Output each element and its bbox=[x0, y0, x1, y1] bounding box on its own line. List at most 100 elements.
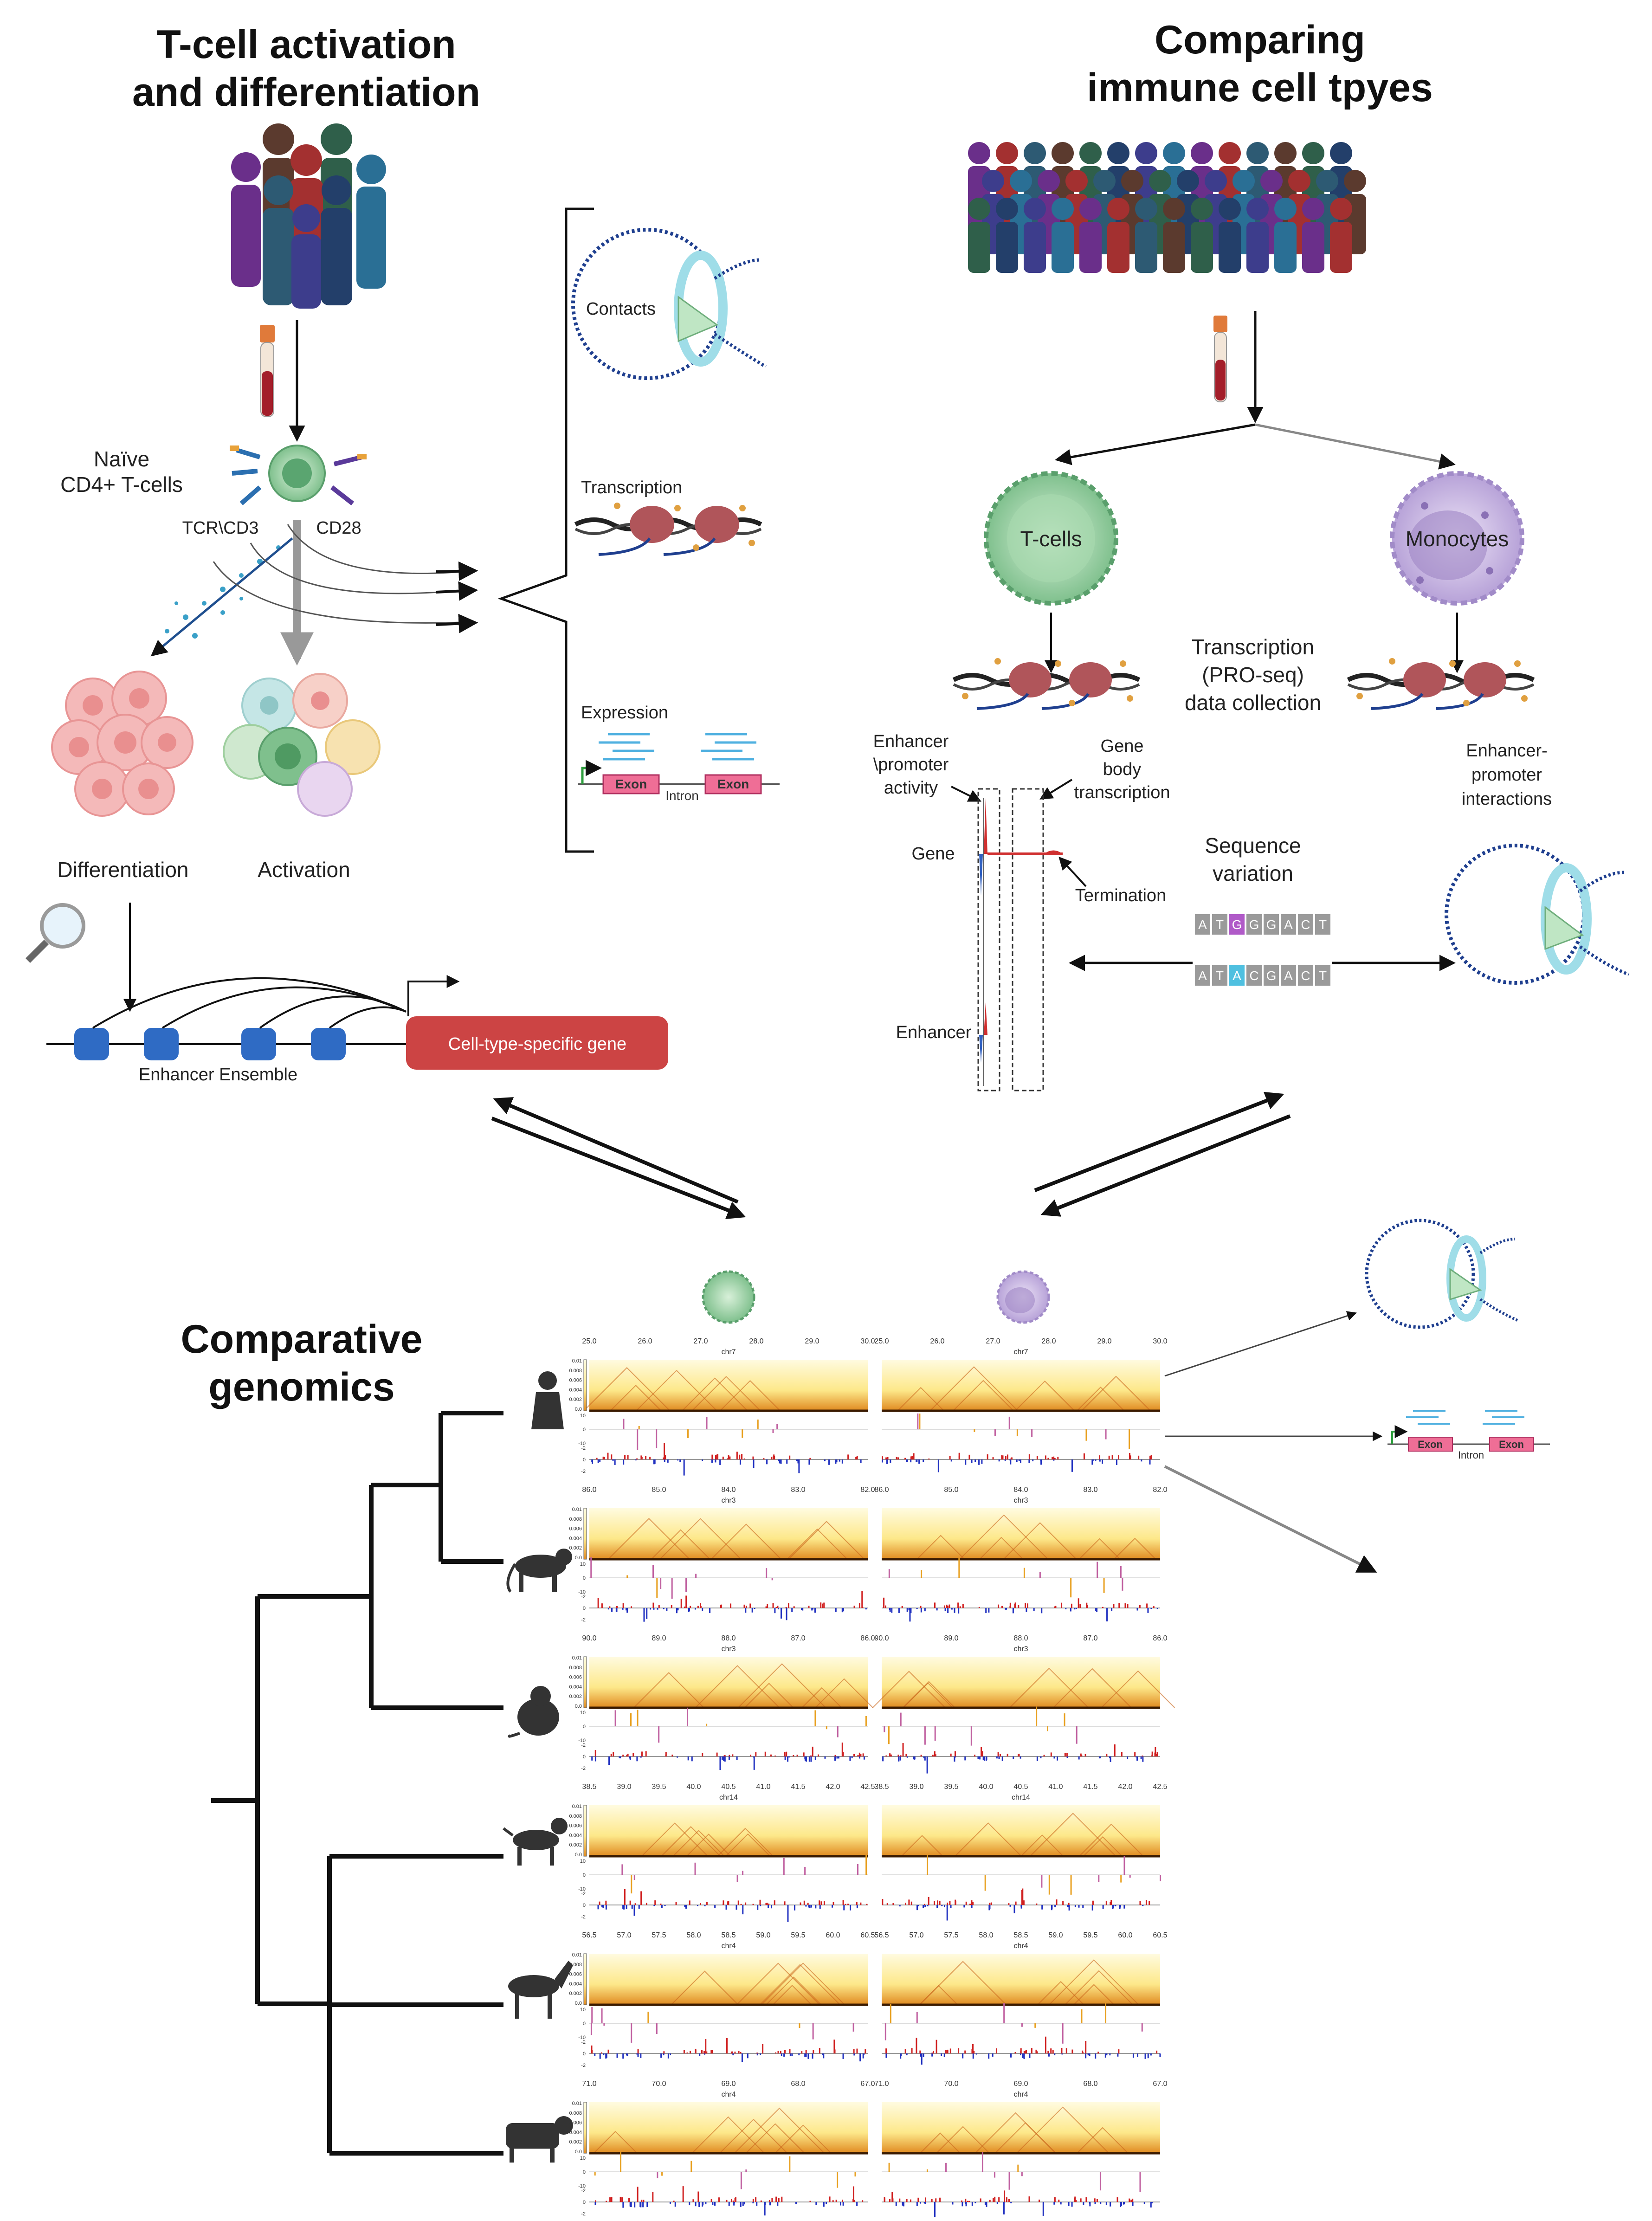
tick-label: 39.5 bbox=[652, 1783, 666, 1791]
colorbar-tick: 0.004 bbox=[569, 1387, 582, 1393]
track-tick: -2 bbox=[581, 1446, 586, 1451]
track-tick: 0 bbox=[583, 1457, 586, 1463]
tcell-icon bbox=[984, 471, 1118, 606]
tick-label: 58.0 bbox=[686, 1931, 701, 1939]
tick-label: 60.5 bbox=[1153, 1931, 1167, 1939]
curly-brace bbox=[497, 207, 594, 853]
gene-body-label-line3: transcription bbox=[1074, 783, 1170, 802]
nucleotide-block bbox=[1298, 965, 1313, 986]
tick-label: 40.0 bbox=[979, 1783, 993, 1791]
colorbar-tick: 0.006 bbox=[569, 1526, 582, 1532]
track-tick: 0 bbox=[583, 1606, 586, 1611]
tick-label: 90.0 bbox=[874, 1634, 889, 1642]
converging-arrows bbox=[491, 1091, 1291, 1220]
gene-body-label-line1: Gene bbox=[1101, 736, 1144, 756]
genebody-dashed-box bbox=[1012, 788, 1044, 1091]
tick-label: 28.0 bbox=[749, 1337, 763, 1345]
tick-label: 88.0 bbox=[1013, 1634, 1028, 1642]
colorbar-tick: 0.01 bbox=[572, 1804, 582, 1809]
colorbar-tick: 0.008 bbox=[569, 1517, 582, 1522]
magnifier-icon bbox=[26, 903, 85, 963]
colorbar-tick: 0.0 bbox=[575, 2149, 582, 2155]
exon-label-1: Exon bbox=[615, 777, 647, 791]
nucleotide-block bbox=[1229, 914, 1245, 935]
track-tick: -2 bbox=[581, 1743, 586, 1748]
tick-label: 85.0 bbox=[652, 1486, 666, 1494]
nucleotide-letter: T bbox=[1319, 917, 1327, 932]
cd28-label: CD28 bbox=[316, 518, 361, 538]
colorbar-tick: 0.01 bbox=[572, 1507, 582, 1512]
chrom-label: chr3 bbox=[1013, 1497, 1028, 1504]
tick-label: 29.0 bbox=[1097, 1337, 1111, 1345]
right-panel: Comparing immune cell tpyes T-cells Mono… bbox=[873, 18, 1630, 1091]
macaque-icon bbox=[508, 1686, 559, 1738]
left-title-line2: and differentiation bbox=[132, 70, 480, 115]
exon-label-4: Exon bbox=[1499, 1439, 1524, 1450]
enhancer-boxes bbox=[74, 1028, 346, 1060]
tick-label: 38.5 bbox=[582, 1783, 596, 1791]
proseq-label-line2: (PRO-seq) bbox=[1202, 663, 1304, 687]
tick-label: 59.5 bbox=[791, 1931, 805, 1939]
tcell-small-icon bbox=[702, 1270, 755, 1324]
nucleotide-letter: A bbox=[1284, 917, 1293, 932]
track-tick: -10 bbox=[578, 1589, 586, 1595]
colorbar-tick: 0.004 bbox=[569, 2130, 582, 2135]
exon-label-3: Exon bbox=[1418, 1439, 1443, 1450]
intron-label-2: Intron bbox=[1458, 1449, 1484, 1461]
seqvar-label-line1: Sequence bbox=[1205, 833, 1301, 858]
track-tick: -10 bbox=[578, 1738, 586, 1743]
track-tick: 0 bbox=[583, 1872, 586, 1878]
tick-label: 86.0 bbox=[1153, 1634, 1167, 1642]
tick-label: 57.0 bbox=[909, 1931, 923, 1939]
tick-label: 26.0 bbox=[638, 1337, 652, 1345]
colorbar-tick: 0.002 bbox=[569, 1991, 582, 1996]
nucleotide-letter: C bbox=[1301, 968, 1310, 983]
expression-diagram bbox=[578, 733, 780, 794]
right-title-line1: Comparing bbox=[1155, 18, 1365, 62]
nucleotide-letter: G bbox=[1266, 917, 1277, 932]
contact-heatmap bbox=[589, 1657, 868, 1708]
nucleotide-letter: T bbox=[1216, 917, 1224, 932]
tick-label: 41.5 bbox=[791, 1783, 805, 1791]
tick-label: 69.0 bbox=[721, 2080, 736, 2088]
differentiation-signal-arrow bbox=[150, 537, 293, 657]
tcells-label: T-cells bbox=[1020, 527, 1082, 551]
nucleotide-block bbox=[1281, 914, 1296, 935]
nucleotide-block bbox=[1281, 965, 1296, 986]
cell-type-gene-label: Cell-type-specific gene bbox=[448, 1034, 626, 1054]
nucleotide-block bbox=[1315, 965, 1330, 986]
tick-label: 83.0 bbox=[1083, 1486, 1097, 1494]
human-icon bbox=[531, 1371, 564, 1429]
interactions-label-line1: Enhancer- bbox=[1466, 741, 1547, 761]
contact-heatmap bbox=[589, 1954, 868, 2005]
to-contacts-arrow bbox=[1164, 1311, 1357, 1377]
tick-label: 26.0 bbox=[930, 1337, 944, 1345]
track-tick: -10 bbox=[578, 1886, 586, 1892]
nucleotide-letter: C bbox=[1301, 917, 1310, 932]
tick-label: 29.0 bbox=[805, 1337, 819, 1345]
tick-label: 40.5 bbox=[721, 1783, 736, 1791]
colorbar-tick: 0.002 bbox=[569, 1545, 582, 1551]
track-tick: 0 bbox=[583, 1724, 586, 1730]
exon-label-2: Exon bbox=[717, 777, 749, 791]
blood-tube-icon bbox=[1213, 316, 1227, 402]
right-title-line2: immune cell tpyes bbox=[1087, 65, 1433, 110]
tick-label: 82.0 bbox=[860, 1486, 875, 1494]
tick-label: 82.0 bbox=[1153, 1486, 1167, 1494]
track-tick: -10 bbox=[578, 1441, 586, 1446]
chrom-label: chr4 bbox=[721, 2091, 736, 2098]
colorbar-tick: 0.01 bbox=[572, 1655, 582, 1661]
polymerase-icon bbox=[574, 503, 762, 556]
track-tick: -2 bbox=[581, 1617, 586, 1623]
nucleotide-letter: A bbox=[1198, 968, 1207, 983]
nucleotide-block bbox=[1212, 965, 1227, 986]
chrom-label: chr4 bbox=[1013, 2091, 1028, 2098]
dna-loop-icon bbox=[571, 228, 767, 380]
track-tick: 0 bbox=[583, 2051, 586, 2057]
cell-type-gene-box bbox=[406, 1016, 668, 1070]
tick-label: 41.5 bbox=[1083, 1783, 1097, 1791]
